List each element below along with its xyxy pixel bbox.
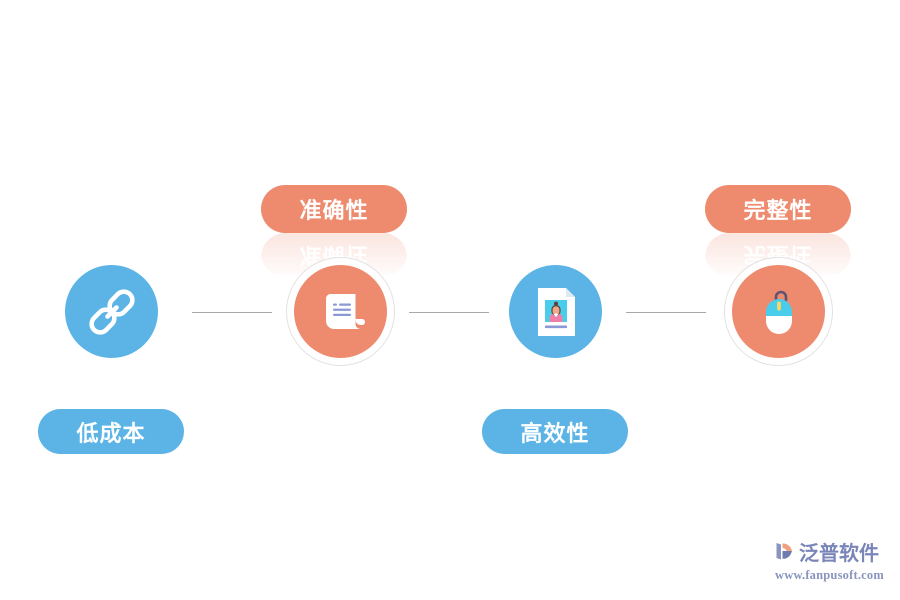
- connector-line-2: [409, 312, 489, 313]
- label-pill-integrity[interactable]: 完整性: [705, 185, 851, 233]
- node-computer-mouse[interactable]: [732, 265, 825, 358]
- connector-line-1: [192, 312, 272, 313]
- computer-mouse-icon: [754, 285, 804, 339]
- watermark-brand-text: 泛普软件: [799, 541, 879, 565]
- connector-line-3: [626, 312, 706, 313]
- label-pill-low-cost[interactable]: 低成本: [38, 409, 184, 454]
- watermark-brand-row: 泛普软件: [775, 540, 895, 566]
- node-scroll-document[interactable]: [294, 265, 387, 358]
- label-pill-accuracy[interactable]: 准确性: [261, 185, 407, 233]
- node-id-card-document[interactable]: [509, 265, 602, 358]
- fanpu-logo-icon: [775, 540, 796, 566]
- id-card-document-icon: [530, 284, 582, 340]
- watermark-url-text: www.fanpusoft.com: [775, 568, 884, 582]
- chain-link-icon: [85, 285, 139, 339]
- watermark: 泛普软件 www.fanpusoft.com: [775, 540, 895, 583]
- scroll-document-icon: [315, 286, 367, 338]
- node-chain-link[interactable]: [65, 265, 158, 358]
- label-pill-efficiency[interactable]: 高效性: [482, 409, 628, 454]
